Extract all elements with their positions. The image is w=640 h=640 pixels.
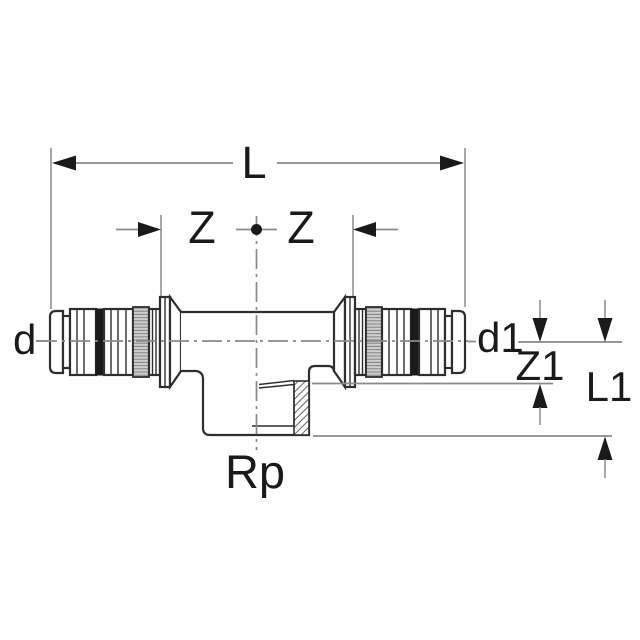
arrowhead-right-icon xyxy=(138,222,161,237)
arrowhead-left-icon xyxy=(52,155,76,171)
dim-L-label: L xyxy=(241,137,266,188)
branch-thread-section xyxy=(252,379,310,436)
fitting-body xyxy=(37,216,468,450)
dimension-Z1-L1: Z1 L1 xyxy=(312,300,632,478)
dim-Z-right-label: Z xyxy=(287,202,315,253)
arrowhead-right-icon xyxy=(440,155,464,171)
left-flange-cone xyxy=(168,293,183,391)
arrowhead-down-icon xyxy=(532,318,548,342)
dim-Z-left-label: Z xyxy=(188,202,216,253)
thread-chamfer-line xyxy=(258,383,295,389)
arrowhead-down-icon xyxy=(597,318,613,342)
dim-d1-label: d1 xyxy=(477,314,524,361)
thread-Rp-label: Rp xyxy=(225,445,285,498)
left-oring-band xyxy=(95,308,105,376)
left-end-cap xyxy=(48,309,65,375)
dim-Z1-label: Z1 xyxy=(515,342,564,389)
dimension-L: L xyxy=(50,137,466,309)
dim-L1-label: L1 xyxy=(586,363,633,410)
dim-d-label: d xyxy=(13,316,36,363)
left-band-a xyxy=(68,307,98,377)
right-oring-band xyxy=(410,308,420,376)
right-flange-cone xyxy=(332,293,347,391)
center-mark-dot xyxy=(251,224,262,235)
left-press-connection xyxy=(48,293,183,391)
left-rib-zone xyxy=(147,307,162,377)
dimension-Z: Z Z xyxy=(116,202,398,296)
arrowhead-up-icon xyxy=(597,436,613,460)
left-knurl-sleeve xyxy=(132,306,150,378)
arrowhead-left-icon xyxy=(353,222,376,237)
diameter-labels: d d1 xyxy=(13,314,524,363)
right-rib-zone xyxy=(353,307,368,377)
arrowhead-up-icon xyxy=(532,384,548,408)
right-band-a xyxy=(417,307,447,377)
thread-chamfer-line xyxy=(258,379,295,386)
central-body xyxy=(181,310,336,437)
thread-hatch-band xyxy=(293,380,310,436)
branch-outer-wall xyxy=(181,369,311,437)
branch-right-boss xyxy=(307,364,336,383)
right-end-cap xyxy=(450,309,467,375)
right-press-connection xyxy=(332,293,467,391)
right-knurl-sleeve xyxy=(365,306,383,378)
centerlines xyxy=(37,216,468,450)
